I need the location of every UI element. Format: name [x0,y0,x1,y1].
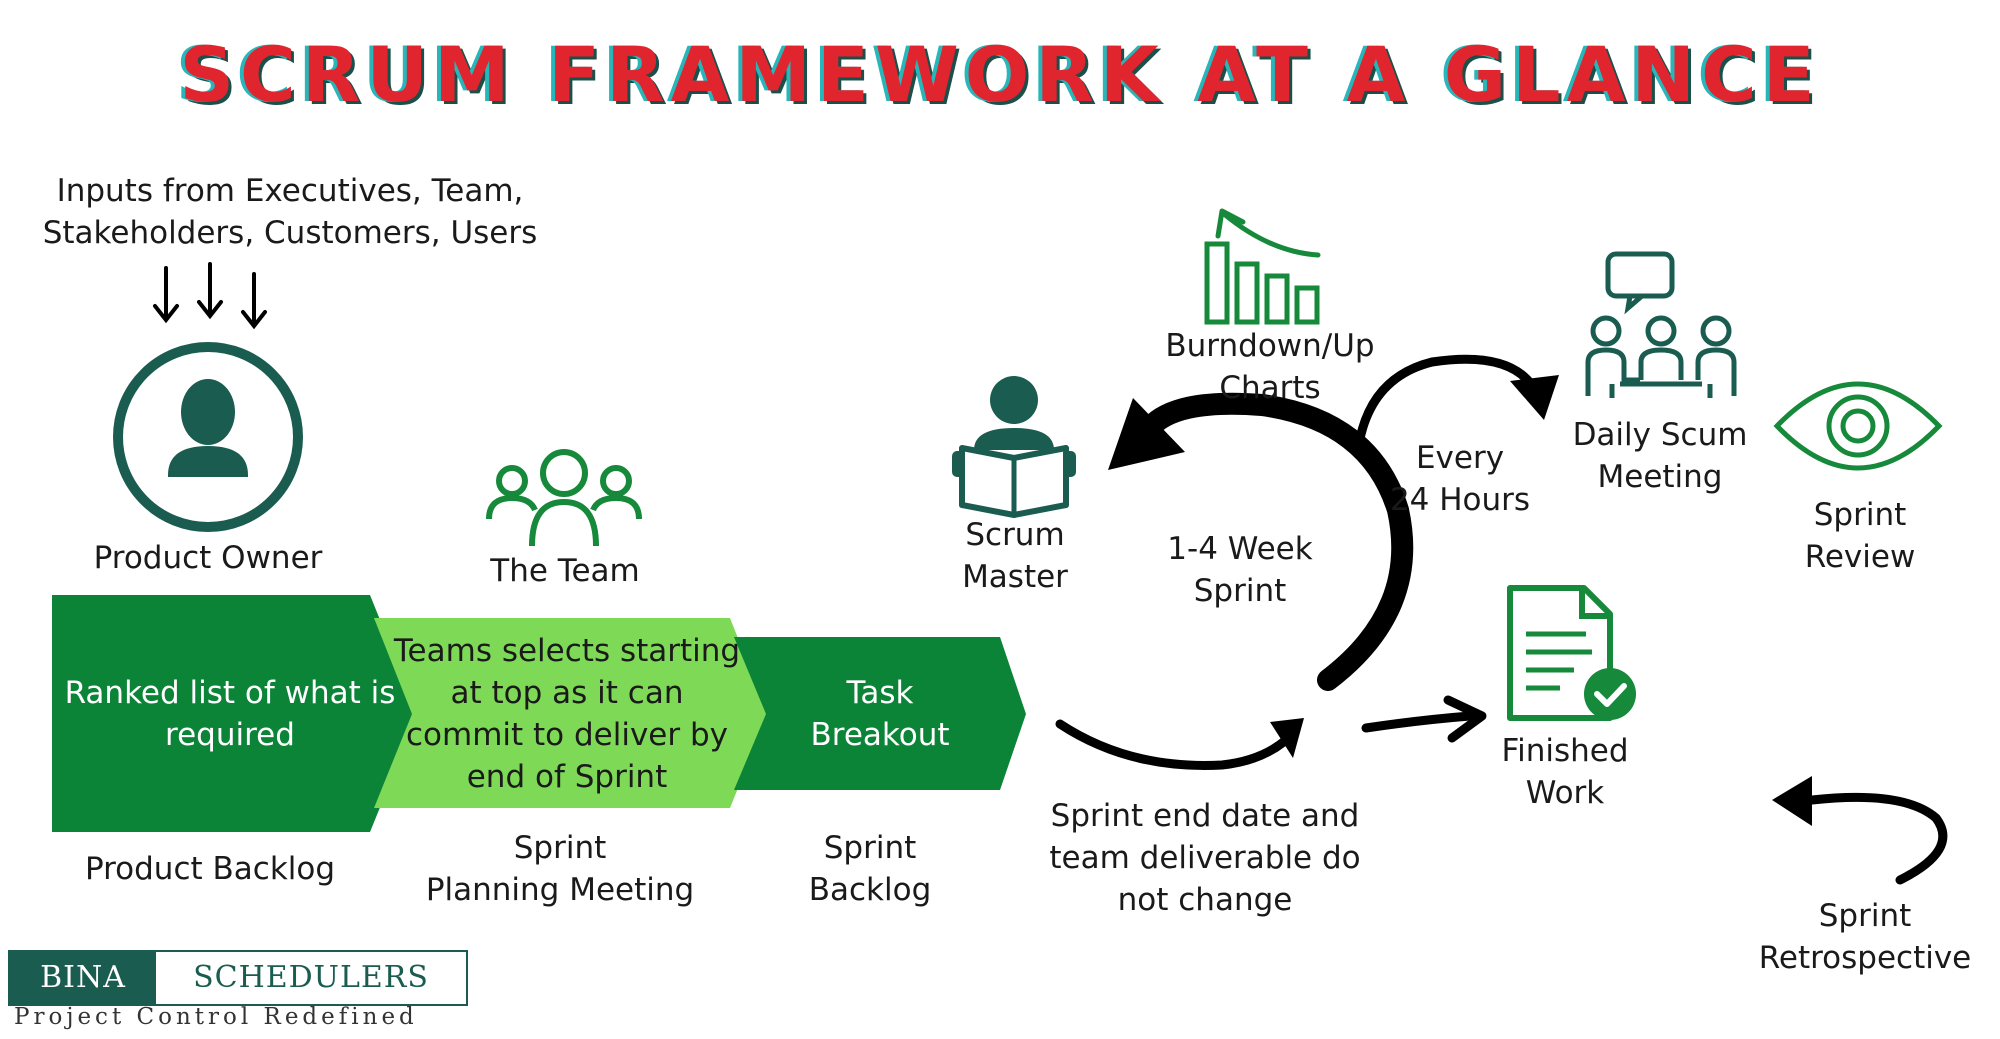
sprint-review-label: Sprint Review [1804,497,1916,575]
sprint-backlog-text: Task Breakout [810,675,950,753]
daily-arrow [1353,354,1559,455]
sprint-end-note: Sprint end date and team deliverable do … [1049,798,1361,918]
meeting-icon [1585,251,1737,398]
deliver-arrow [1361,695,1487,743]
product-backlog-caption: Product Backlog [84,851,336,887]
inputs-label: Inputs from Executives, Team, Stakeholde… [42,173,538,251]
logo-left-text: BINA [10,952,156,1004]
sprint-retrospective-label: Sprint Retrospective [1758,898,1972,976]
logo-tagline: Project Control Redefined [14,1004,418,1030]
person-circle-icon [113,342,303,532]
sprint-planning-shape [374,618,768,808]
sprint-backlog-caption: Sprint Backlog [808,830,932,908]
daily-scrum-label: Daily Scum Meeting [1572,417,1748,495]
the-team-label: The Team [490,553,640,589]
retrospective-arrow [1772,776,1948,885]
input-arrows [153,262,267,330]
company-logo: BINA SCHEDULERS [8,950,468,1006]
reader-icon [952,376,1076,518]
product-backlog-shape [52,595,418,832]
eye-icon [1773,381,1943,471]
logo-right-text: SCHEDULERS [193,960,429,995]
sprint-length-label: 1-4 Week Sprint [1167,531,1313,609]
page-title: SCRUM FRAMEWORK AT A GLANCE [179,30,1821,119]
document-check-icon [1507,585,1636,721]
bar-chart-icon [1204,208,1321,325]
sprint-backlog-shape [734,637,1026,790]
burndown-label: Burndown/Up Charts [1165,328,1375,406]
every-24-hours-label: Every 24 Hours [1389,440,1531,518]
product-owner-label: Product Owner [93,540,323,576]
scrum-master-label: Scrum Master [962,517,1068,595]
finished-work-label: Finished Work [1501,733,1629,811]
sprint-cycle-arrow [1108,392,1414,691]
sprint-planning-caption: Sprint Planning Meeting [425,830,695,908]
sprint-start-arrow [1055,718,1304,770]
backlog-ribbon [52,595,1026,832]
team-icon [486,449,642,547]
product-backlog-text: Ranked list of what is required [64,675,396,753]
sprint-planning-text: Teams selects starting at top as it can … [393,633,741,795]
